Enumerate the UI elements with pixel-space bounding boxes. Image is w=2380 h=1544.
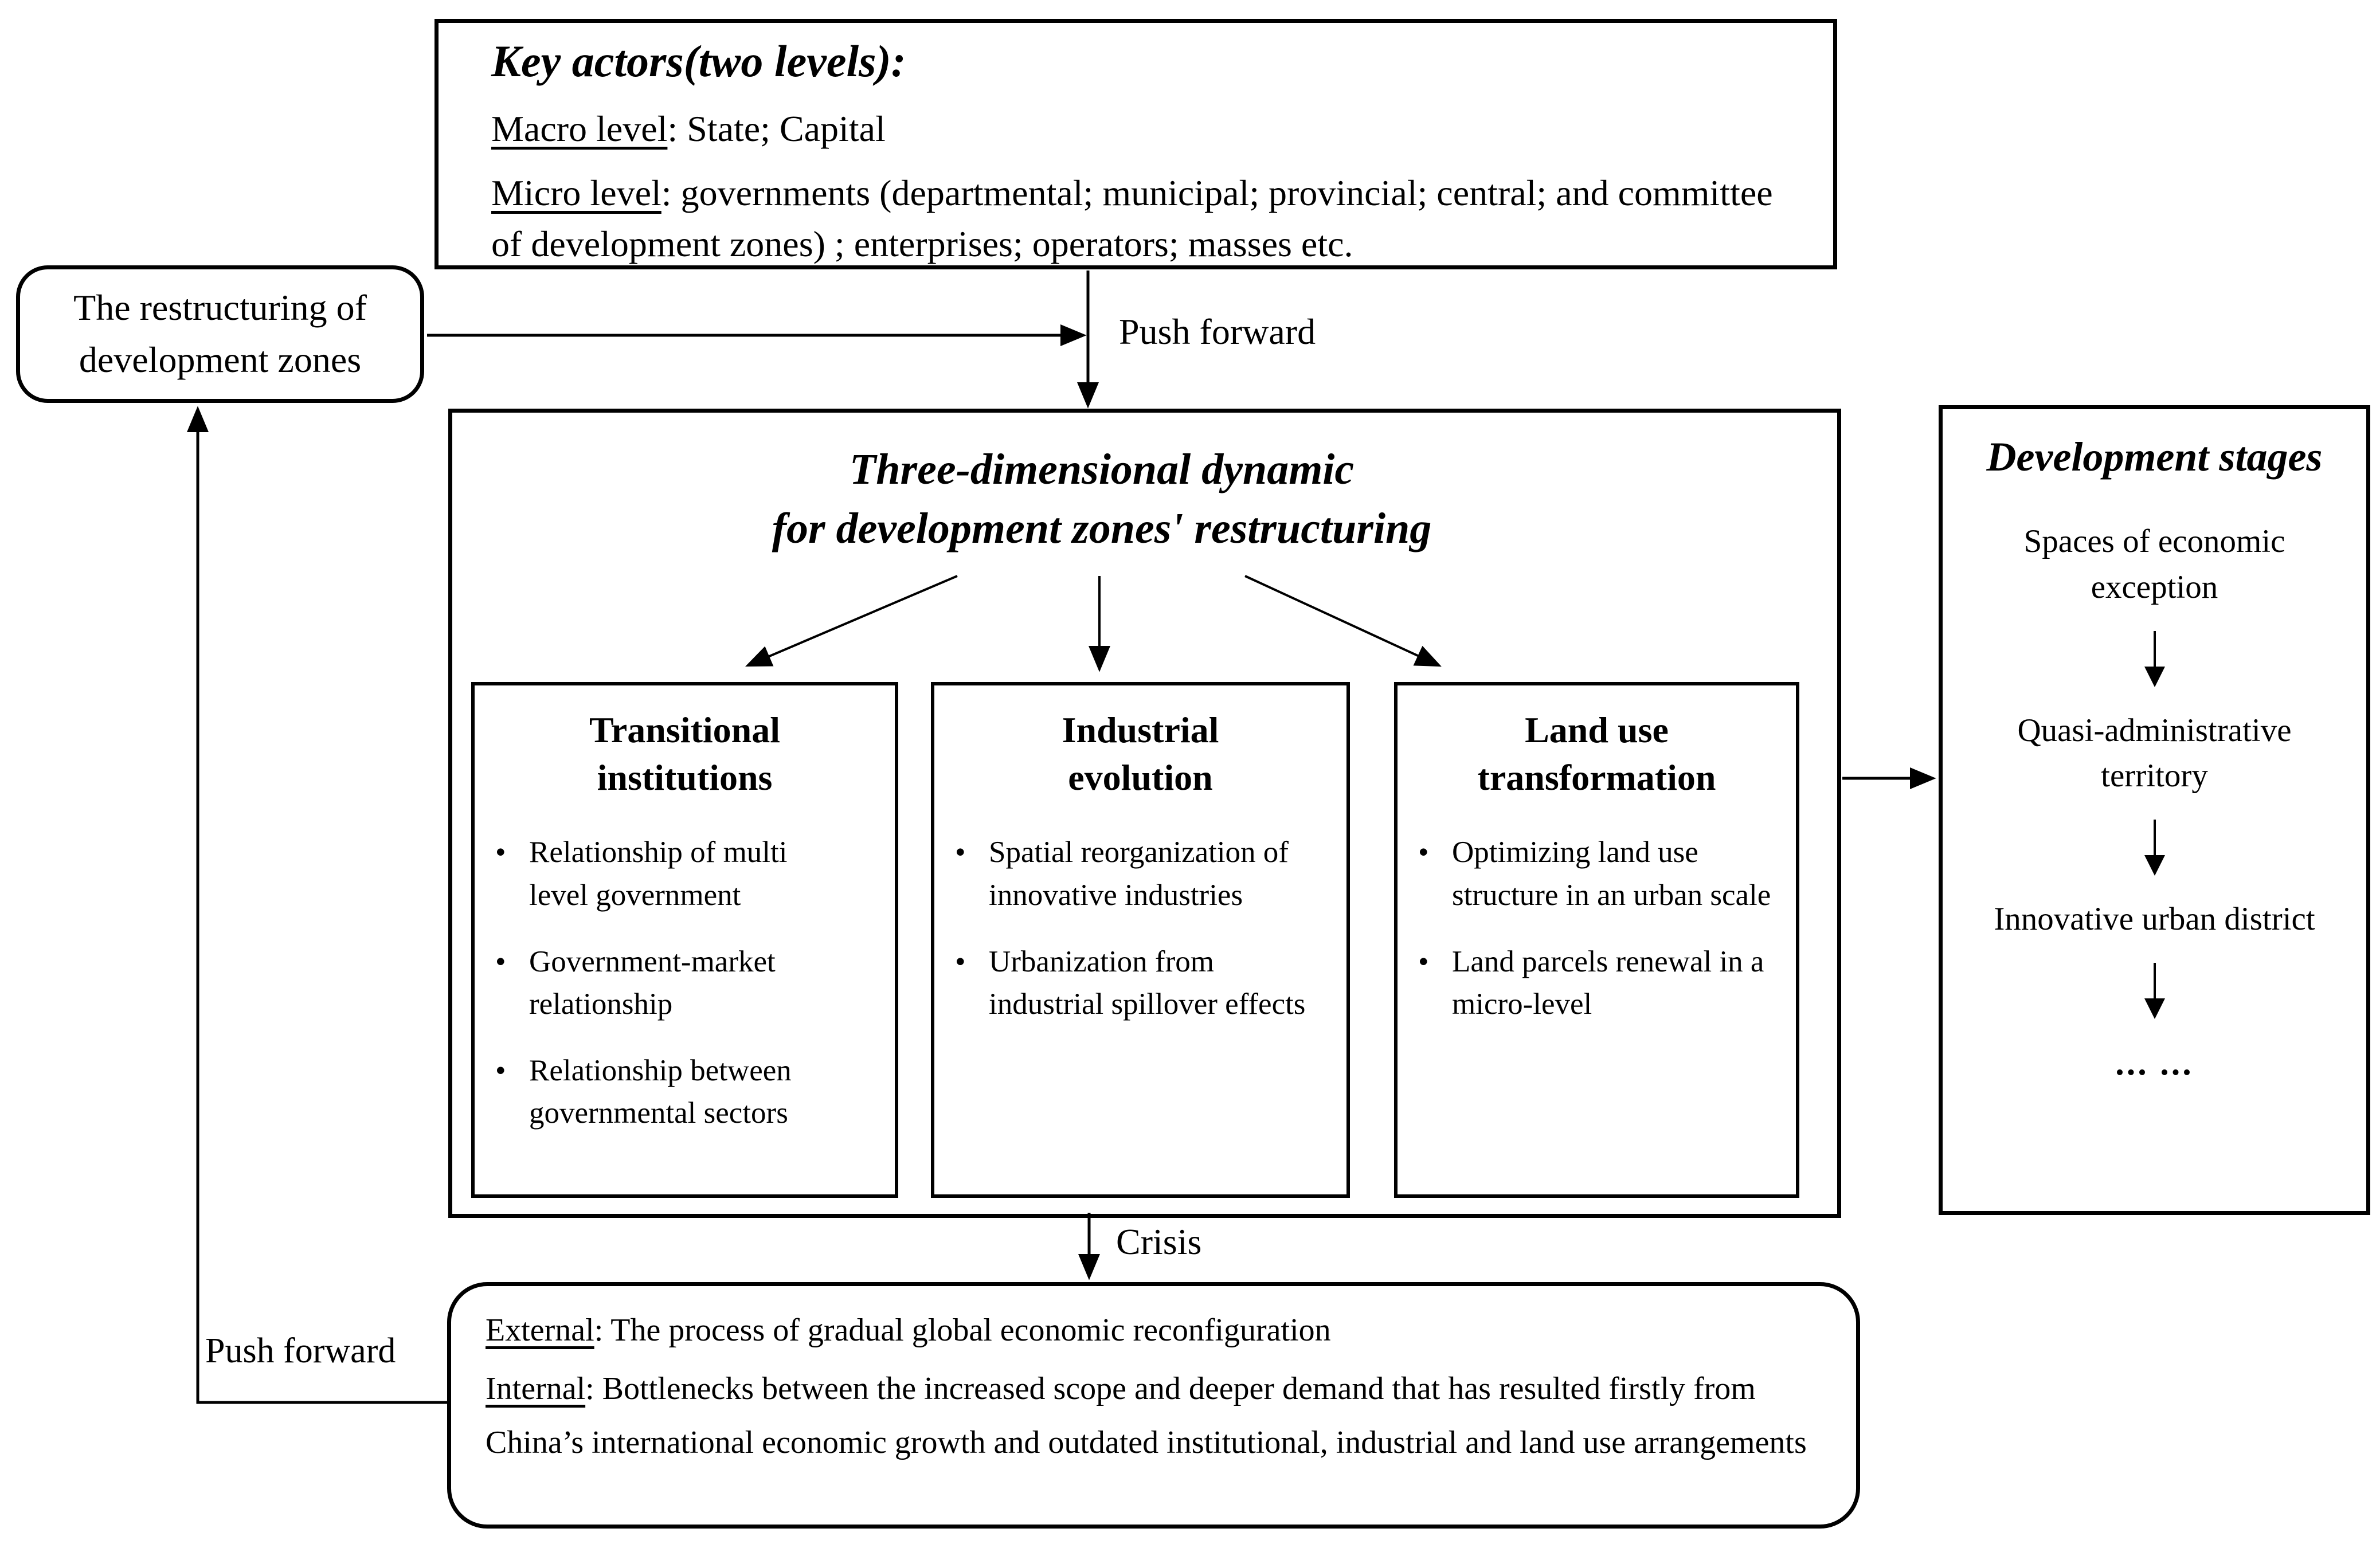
heading-line: institutions xyxy=(597,757,773,798)
dynamic-title: Three-dimensional dynamic for developmen… xyxy=(452,440,1837,558)
bullet-item: • Land parcels renewal in a micro-level xyxy=(1409,940,1773,1025)
restructuring-box: The restructuring of development zones xyxy=(16,265,424,403)
bullet-marker: • xyxy=(955,836,966,869)
micro-level-line: Micro level: governments (departmental; … xyxy=(491,167,1810,270)
transitional-institutions-box: Transitional institutions • Relationship … xyxy=(471,682,898,1198)
stage-ellipsis: ... ... xyxy=(2115,1043,2194,1083)
macro-level-line: Macro level: State; Capital xyxy=(491,103,1810,155)
bullet-item: • Government-market relationship xyxy=(486,940,850,1025)
transitional-heading: Transitional institutions xyxy=(486,706,883,801)
bullet-item: • Relationship of multi level government xyxy=(486,831,850,916)
bullet-item: • Optimizing land use structure in an urb… xyxy=(1409,831,1773,916)
heading-line: evolution xyxy=(1068,757,1213,798)
macro-level-label: Macro level xyxy=(491,108,668,149)
bullet-item: • Spatial reorganization of innovative in… xyxy=(946,831,1310,916)
arrow-feedback-loop xyxy=(187,406,448,1404)
down-arrow-icon xyxy=(2144,630,2165,687)
crisis-box: External: The process of gradual global … xyxy=(447,1282,1860,1529)
industrial-evolution-box: Industrial evolution • Spatial reorganiza… xyxy=(931,682,1350,1198)
crisis-label: Crisis xyxy=(1116,1221,1202,1262)
macro-level-text: : State; Capital xyxy=(667,108,886,149)
bullet-item: • Urbanization from industrial spillover … xyxy=(946,940,1310,1025)
bullet-marker: • xyxy=(1418,836,1429,869)
development-stages-title: Development stages xyxy=(1986,434,2323,480)
external-text: : The process of gradual global economic… xyxy=(594,1312,1331,1348)
down-arrow-icon xyxy=(2144,962,2165,1019)
bullet-item: • Relationship between governmental secto… xyxy=(486,1049,850,1134)
key-actors-box: Key actors(two levels): Macro level: Sta… xyxy=(434,19,1837,269)
heading-line: transformation xyxy=(1477,757,1716,798)
stage-item: Quasi-administrative territory xyxy=(2017,712,2292,794)
internal-line: Internal: Bottlenecks between the increa… xyxy=(486,1362,1822,1469)
heading-line: Industrial xyxy=(1062,710,1219,750)
bullet-marker: • xyxy=(495,1054,506,1088)
bullet-text: Government-market relationship xyxy=(529,945,776,1021)
land-use-transformation-box: Land use transformation • Optimizing land… xyxy=(1394,682,1799,1198)
bullet-marker: • xyxy=(495,836,506,869)
bullet-marker: • xyxy=(495,945,506,978)
dynamic-box: Three-dimensional dynamic for developmen… xyxy=(448,409,1841,1218)
push-forward-bottom-label: Push forward xyxy=(205,1331,396,1370)
dynamic-title-line1: Three-dimensional dynamic xyxy=(849,445,1355,493)
stage-item: Innovative urban district xyxy=(1994,901,2315,938)
external-line: External: The process of gradual global … xyxy=(486,1303,1822,1357)
bullet-marker: • xyxy=(1418,945,1429,978)
bullet-text: Relationship of multi level government xyxy=(529,836,788,912)
key-actors-title: Key actors(two levels): xyxy=(491,36,906,86)
heading-line: Land use xyxy=(1525,710,1669,750)
push-forward-top-label: Push forward xyxy=(1119,311,1316,352)
bullet-marker: • xyxy=(955,945,966,978)
stage-item: Spaces of economic exception xyxy=(2023,523,2285,605)
land-use-heading: Land use transformation xyxy=(1409,706,1784,801)
external-label: External xyxy=(486,1312,594,1348)
industrial-heading: Industrial evolution xyxy=(946,706,1335,801)
bullet-text: Optimizing land use structure in an urba… xyxy=(1452,836,1771,912)
bullet-text: Land parcels renewal in a micro-level xyxy=(1452,945,1764,1021)
development-stages-box: Development stages Spaces of economic ex… xyxy=(1939,405,2370,1215)
bullet-text: Urbanization from industrial spillover e… xyxy=(989,945,1306,1021)
bullet-text: Spatial reorganization of innovative ind… xyxy=(989,836,1289,912)
restructuring-line1: The restructuring of xyxy=(73,287,367,328)
internal-label: Internal xyxy=(486,1371,586,1407)
micro-level-text: : governments (departmental; municipal; … xyxy=(491,172,1773,265)
micro-level-label: Micro level xyxy=(491,172,661,213)
down-arrow-icon xyxy=(2144,820,2165,876)
restructuring-line2: development zones xyxy=(79,339,362,380)
dynamic-title-line2: for development zones' restructuring xyxy=(772,504,1432,552)
internal-text: : Bottlenecks between the increased scop… xyxy=(486,1371,1807,1461)
heading-line: Transitional xyxy=(589,710,781,750)
bullet-text: Relationship between governmental sector… xyxy=(529,1054,792,1130)
